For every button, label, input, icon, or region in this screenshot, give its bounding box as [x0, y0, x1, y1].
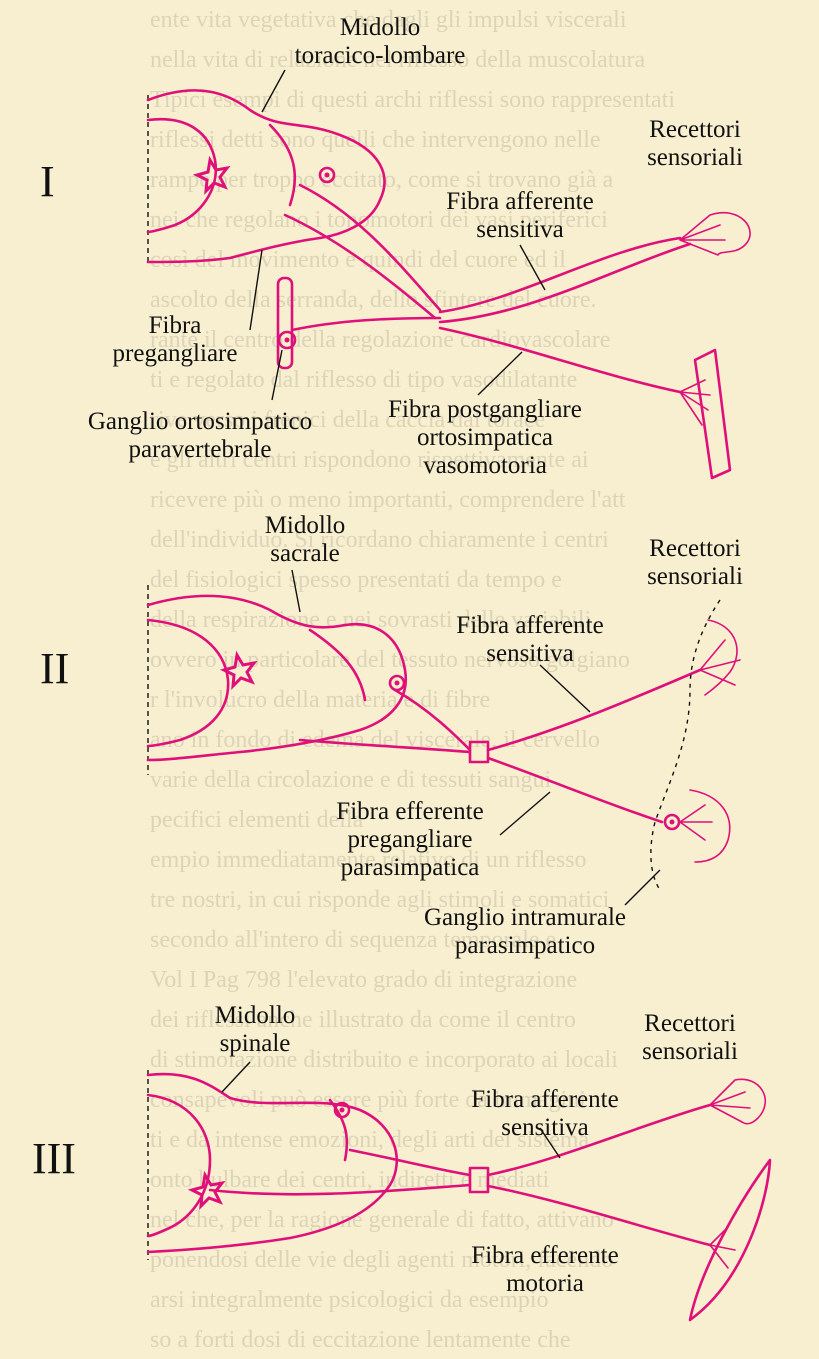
section-iii-midollo-label: Midollo spinale — [190, 1002, 320, 1058]
section-i-blood-vessel — [695, 350, 730, 478]
section-ii-receptor-terminals — [700, 640, 740, 685]
section-i-ganglio-label: Ganglio ortosimpatico paravertebrale — [50, 408, 350, 464]
section-i-postgangliare-line3: vasomotoria — [355, 452, 615, 480]
section-i-ganglio-line1: Ganglio ortosimpatico — [50, 408, 350, 436]
section-ii-recettori-line2: sensoriali — [620, 563, 770, 591]
section-iii-afferente-label: Fibra afferente sensitiva — [440, 1086, 650, 1142]
section-ii-sensory-nucleus — [395, 681, 400, 686]
section-iii-cord-outline — [148, 1074, 397, 1252]
section-ii-midollo-line2: sacrale — [235, 540, 375, 568]
section-i-postgangliare-leader — [478, 352, 522, 395]
section-iii-motor-neuron — [192, 1175, 222, 1206]
section-ii-intramurale-label: Ganglio intramurale parasimpatico — [400, 904, 650, 960]
section-iii-afferente-line2: sensitiva — [440, 1114, 650, 1142]
section-ii-efferent-root — [300, 740, 470, 752]
section-iii-dorsal-root — [330, 1100, 347, 1160]
section-i-sensory-nucleus — [325, 173, 330, 178]
section-i-afferente-line1: Fibra afferente — [415, 188, 625, 216]
section-iii-receptor — [710, 1079, 765, 1123]
section-i-afferente-leader — [520, 245, 545, 290]
section-i-cord-outline — [148, 90, 384, 262]
section-ii-efferente-line2: pregangliare — [300, 826, 520, 854]
section-i-dorsal-root — [270, 125, 295, 205]
section-i-postgangliare-line1: Fibra postgangliare — [355, 396, 615, 424]
section-i-afferente-line2: sensitiva — [415, 216, 625, 244]
section-iii-motoria-line2: motoria — [440, 1270, 650, 1298]
section-iii-muscle — [690, 1160, 770, 1320]
section-i-afferente-label: Fibra afferente sensitiva — [415, 188, 625, 244]
section-ii-afferente-line1: Fibra afferente — [425, 612, 635, 640]
section-i-midollo-leader — [262, 70, 285, 112]
section-iii-recettori-line1: Recettori — [610, 1010, 770, 1038]
section-iii-numeral: III — [32, 1135, 76, 1183]
section-ii-intramurale-line1: Ganglio intramurale — [400, 904, 650, 932]
section-iii-sensory-nucleus — [340, 1108, 345, 1113]
section-i-pregangliare-label: Fibra pregangliare — [85, 312, 265, 368]
section-iii-recettori-label: Recettori sensoriali — [610, 1010, 770, 1066]
section-ii-afferente-line2: sensitiva — [425, 640, 635, 668]
section-ii-organ-wall — [651, 600, 720, 890]
section-i-motor-neuron — [197, 160, 227, 191]
section-ii-afferent-fiber — [488, 670, 700, 750]
section-ii-midollo-leader — [292, 570, 300, 612]
section-i-vessel-terminals — [680, 380, 710, 425]
section-i-efferent-root — [285, 215, 435, 318]
section-i-recettori-line2: sensoriali — [620, 144, 770, 172]
section-i-afferent-fiber — [440, 238, 680, 312]
section-iii-grey-matter — [148, 1095, 210, 1236]
section-ii-intramurale-leader — [625, 870, 660, 905]
section-ii-midollo-line1: Midollo — [235, 512, 375, 540]
section-i-midollo-label: Midollo toracico-lombare — [270, 14, 490, 70]
section-ii-efferente-line3: parasimpatica — [300, 854, 520, 882]
section-iii-midollo-line1: Midollo — [190, 1002, 320, 1030]
section-ii-spinal-nerve — [470, 742, 488, 762]
section-i-receptor — [680, 213, 750, 255]
section-iii-motoria-line1: Fibra efferente — [440, 1242, 650, 1270]
section-ii-recettori-line1: Recettori — [620, 535, 770, 563]
section-ii-afferent-root — [395, 690, 470, 750]
section-ii-grey-matter — [148, 620, 228, 746]
section-i-ganglio-line2: paravertebrale — [50, 436, 350, 464]
section-ii-numeral: II — [40, 645, 69, 693]
section-iii-afferente-line1: Fibra afferente — [440, 1086, 650, 1114]
section-i-midollo-line2: toracico-lombare — [270, 42, 490, 70]
section-i-recettori-label: Recettori sensoriali — [620, 116, 770, 172]
section-i-ramus — [292, 318, 440, 330]
section-i-postgangliare-line2: ortosimpatica — [355, 424, 615, 452]
section-ii-intramural-nucleus — [670, 820, 675, 825]
section-ii-midollo-label: Midollo sacrale — [235, 512, 375, 568]
section-i-ganglion-nucleus — [285, 338, 290, 343]
section-iii-efferent-root — [210, 1185, 470, 1194]
section-i-numeral: I — [40, 158, 55, 206]
section-iii-motor-fiber — [488, 1186, 710, 1245]
section-i-recettori-line1: Recettori — [620, 116, 770, 144]
section-i-postgangliare-label: Fibra postgangliare ortosimpatica vasomo… — [355, 396, 615, 480]
section-i-pregangliare-line2: pregangliare — [85, 340, 265, 368]
section-iii-motoria-label: Fibra efferente motoria — [440, 1242, 650, 1298]
section-i-sympathetic-chain — [278, 278, 292, 368]
section-iii-midollo-line2: spinale — [190, 1030, 320, 1058]
section-i-midollo-line1: Midollo — [270, 14, 490, 42]
section-iii-midollo-leader — [222, 1062, 250, 1092]
section-i-postganglionic-fiber — [440, 328, 680, 392]
section-i-pregangliare-line1: Fibra — [85, 312, 265, 340]
section-iii-afferent-root — [350, 1150, 470, 1175]
section-ii-effector — [690, 790, 730, 862]
section-ii-intramurale-line2: parasimpatico — [400, 932, 650, 960]
section-ii-efferente-label: Fibra efferente pregangliare parasimpati… — [300, 798, 520, 882]
section-i-afferent-fiber-2 — [440, 244, 690, 322]
section-i-grey-matter — [148, 119, 216, 232]
section-ii-dorsal-root — [310, 630, 365, 700]
section-ii-effector-terminals — [680, 805, 712, 840]
section-iii-recettori-line2: sensoriali — [610, 1038, 770, 1066]
section-ii-recettori-label: Recettori sensoriali — [620, 535, 770, 591]
section-ii-cord-outline — [148, 596, 406, 760]
section-ii-afferente-label: Fibra afferente sensitiva — [425, 612, 635, 668]
section-ii-afferente-leader — [540, 665, 590, 712]
section-ii-efferente-line1: Fibra efferente — [300, 798, 520, 826]
section-iii-spinal-nerve — [470, 1168, 488, 1192]
